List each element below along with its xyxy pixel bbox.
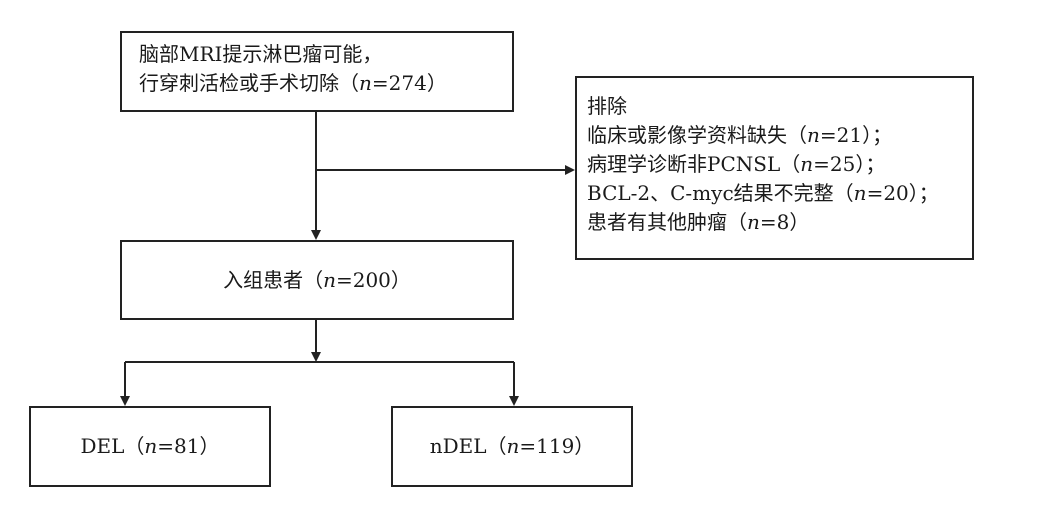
exclusion-n-symbol: n bbox=[800, 152, 814, 176]
exclusion-box: 排除 临床或影像学资料缺失（n=21）； 病理学诊断非PCNSL（n=25）； … bbox=[575, 76, 974, 260]
exclusion-title: 排除 bbox=[587, 94, 627, 118]
screening-line-2: 行穿刺活检或手术切除（n=274） bbox=[139, 69, 512, 98]
screening-n-symbol: n bbox=[359, 71, 372, 95]
exclusion-item-label: 病理学诊断非PCNSL（ bbox=[587, 152, 801, 176]
del-group-prefix: DEL（ bbox=[80, 434, 145, 458]
exclusion-item-label: BCL-2、C-myc结果不完整（ bbox=[587, 181, 854, 205]
del-group-label: DEL（n=81） bbox=[80, 432, 219, 461]
exclusion-item-label: 患者有其他肿瘤（ bbox=[587, 210, 747, 234]
exclusion-item-count: =25）； bbox=[813, 152, 886, 176]
enrolled-n-symbol: n bbox=[323, 267, 336, 292]
screening-line-1: 脑部MRI提示淋巴瘤可能， bbox=[139, 42, 383, 66]
exclusion-item: BCL-2、C-myc结果不完整（n=20）； bbox=[587, 179, 972, 208]
exclusion-item: 患者有其他肿瘤（n=8） bbox=[587, 208, 972, 237]
enrolled-prefix: 入组患者（ bbox=[223, 267, 324, 292]
ndel-n-symbol: n bbox=[506, 434, 520, 458]
exclusion-n-symbol: n bbox=[807, 123, 820, 147]
exclusion-item-label: 临床或影像学资料缺失（ bbox=[587, 123, 807, 147]
enrolled-count: =200） bbox=[335, 267, 411, 292]
screening-box: 脑部MRI提示淋巴瘤可能， 行穿刺活检或手术切除（n=274） bbox=[120, 31, 514, 112]
ndel-group-prefix: nDEL（ bbox=[429, 434, 507, 458]
exclusion-item: 病理学诊断非PCNSL（n=25）； bbox=[587, 150, 972, 179]
ndel-group-box: nDEL（n=119） bbox=[391, 406, 633, 487]
exclusion-item-count: =20）； bbox=[866, 181, 939, 205]
del-group-box: DEL（n=81） bbox=[29, 406, 271, 487]
del-group-count: =81） bbox=[157, 434, 220, 458]
exclusion-n-symbol: n bbox=[853, 181, 867, 205]
ndel-group-label: nDEL（n=119） bbox=[430, 432, 595, 461]
exclusion-item-count: =8） bbox=[759, 210, 810, 234]
enrolled-box: 入组患者（n=200） bbox=[120, 240, 514, 320]
enrolled-label: 入组患者（n=200） bbox=[223, 266, 411, 295]
exclusion-item: 临床或影像学资料缺失（n=21）； bbox=[587, 121, 972, 150]
screening-line-2-prefix: 行穿刺活检或手术切除（ bbox=[139, 71, 359, 95]
screening-count: =274） bbox=[371, 71, 447, 95]
del-n-symbol: n bbox=[144, 434, 158, 458]
ndel-group-count: =119） bbox=[519, 434, 595, 458]
exclusion-n-symbol: n bbox=[747, 210, 760, 234]
exclusion-item-count: =21）； bbox=[819, 123, 893, 147]
